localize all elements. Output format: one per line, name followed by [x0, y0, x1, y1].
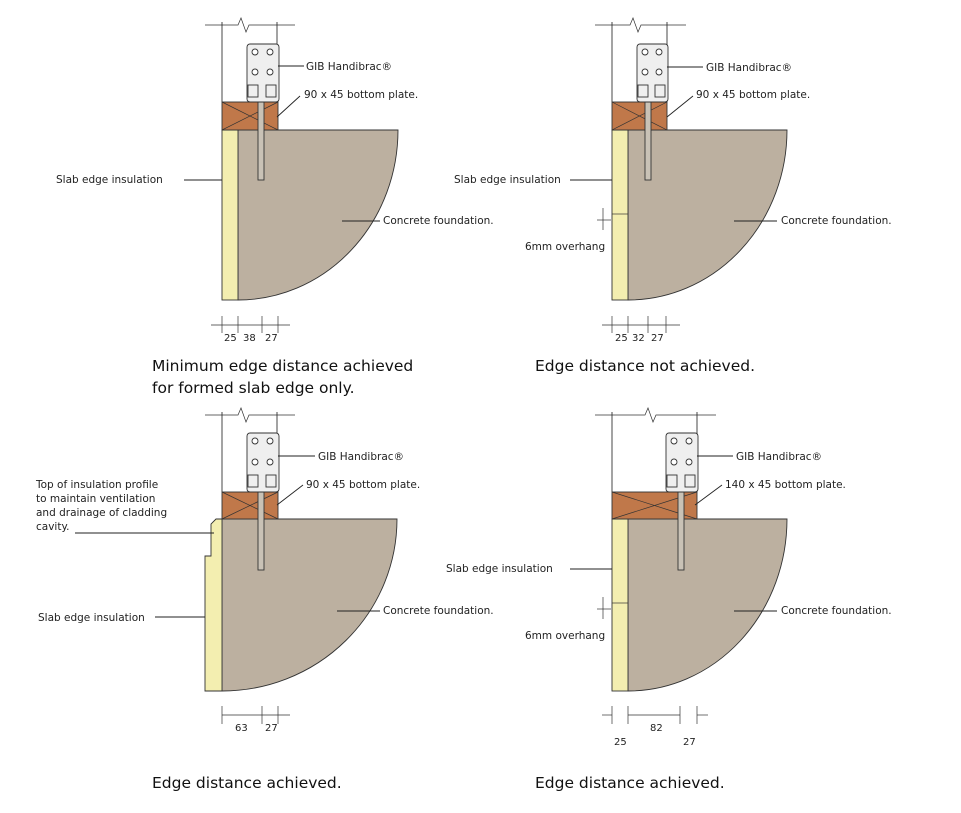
- dim-label: 25: [224, 333, 237, 344]
- foundation-label: Concrete foundation.: [781, 605, 892, 617]
- dim-label: 38: [243, 333, 256, 344]
- dim-label: 27: [265, 723, 278, 734]
- overhang-label: 6mm overhang: [525, 630, 605, 642]
- plate-label: 90 x 45 bottom plate.: [304, 89, 418, 101]
- concrete-foundation: [237, 129, 399, 301]
- profile-note-line: cavity.: [36, 521, 70, 533]
- foundation-label: Concrete foundation.: [383, 215, 494, 227]
- dim-label: 27: [265, 333, 278, 344]
- dim-label: 27: [651, 333, 664, 344]
- bottom-plate-cross: [221, 101, 279, 131]
- break-line: [595, 407, 716, 423]
- slab-edge-insulation: [221, 129, 239, 301]
- dim-label: 82: [650, 723, 663, 734]
- plate-label: 90 x 45 bottom plate.: [696, 89, 810, 101]
- dim-label: 63: [235, 723, 248, 734]
- slab-edge-insulation: [611, 129, 629, 301]
- insulation-label: Slab edge insulation: [454, 174, 561, 186]
- overhang-label: 6mm overhang: [525, 241, 605, 253]
- insulation-label: Slab edge insulation: [38, 612, 145, 624]
- anchor-bolt: [677, 481, 685, 571]
- concrete-foundation: [221, 518, 398, 692]
- panel-edge-distance-not-achieved: GIB Handibrac® 90 x 45 bottom plate. Sla…: [454, 17, 892, 375]
- break-line: [205, 407, 295, 423]
- foundation-label: Concrete foundation.: [383, 605, 494, 617]
- anchor-bolt: [257, 91, 265, 181]
- panel-profiled-insulation: GIB Handibrac® 90 x 45 bottom plate. Top…: [35, 407, 494, 792]
- insulation-label: Slab edge insulation: [446, 563, 553, 575]
- anchor-bolt: [644, 91, 652, 181]
- caption-line: for formed slab edge only.: [152, 379, 355, 397]
- profile-note-line: and drainage of cladding: [36, 507, 167, 519]
- foundation-label: Concrete foundation.: [781, 215, 892, 227]
- plate-label: 90 x 45 bottom plate.: [306, 479, 420, 491]
- panel-wide-bottom-plate: GIB Handibrac® 140 x 45 bottom plate. Sl…: [446, 407, 892, 792]
- profile-note-line: Top of insulation profile: [35, 479, 158, 491]
- caption-line: Minimum edge distance achieved: [152, 357, 413, 375]
- anchor-bolt: [257, 481, 265, 571]
- dim-label: 25: [614, 737, 627, 748]
- dim-label: 27: [683, 737, 696, 748]
- concrete-foundation: [627, 518, 788, 692]
- bracket-label: GIB Handibrac®: [736, 451, 822, 463]
- break-line: [595, 17, 686, 33]
- concrete-foundation: [627, 129, 788, 301]
- caption-line: Edge distance achieved.: [152, 774, 342, 792]
- caption-line: Edge distance achieved.: [535, 774, 725, 792]
- dim-label: 32: [632, 333, 645, 344]
- slab-edge-insulation: [204, 518, 223, 692]
- insulation-label: Slab edge insulation: [56, 174, 163, 186]
- bracket-label: GIB Handibrac®: [306, 61, 392, 73]
- break-line: [205, 17, 295, 33]
- profile-note-line: to maintain ventilation: [36, 493, 155, 505]
- bracket-label: GIB Handibrac®: [318, 451, 404, 463]
- dim-label: 25: [615, 333, 628, 344]
- slab-edge-insulation: [611, 518, 629, 692]
- caption-line: Edge distance not achieved.: [535, 357, 755, 375]
- bracket-label: GIB Handibrac®: [706, 62, 792, 74]
- plate-label: 140 x 45 bottom plate.: [725, 479, 846, 491]
- panel-formed-slab-edge: GIB Handibrac® 90 x 45 bottom plate. Sla…: [56, 17, 494, 397]
